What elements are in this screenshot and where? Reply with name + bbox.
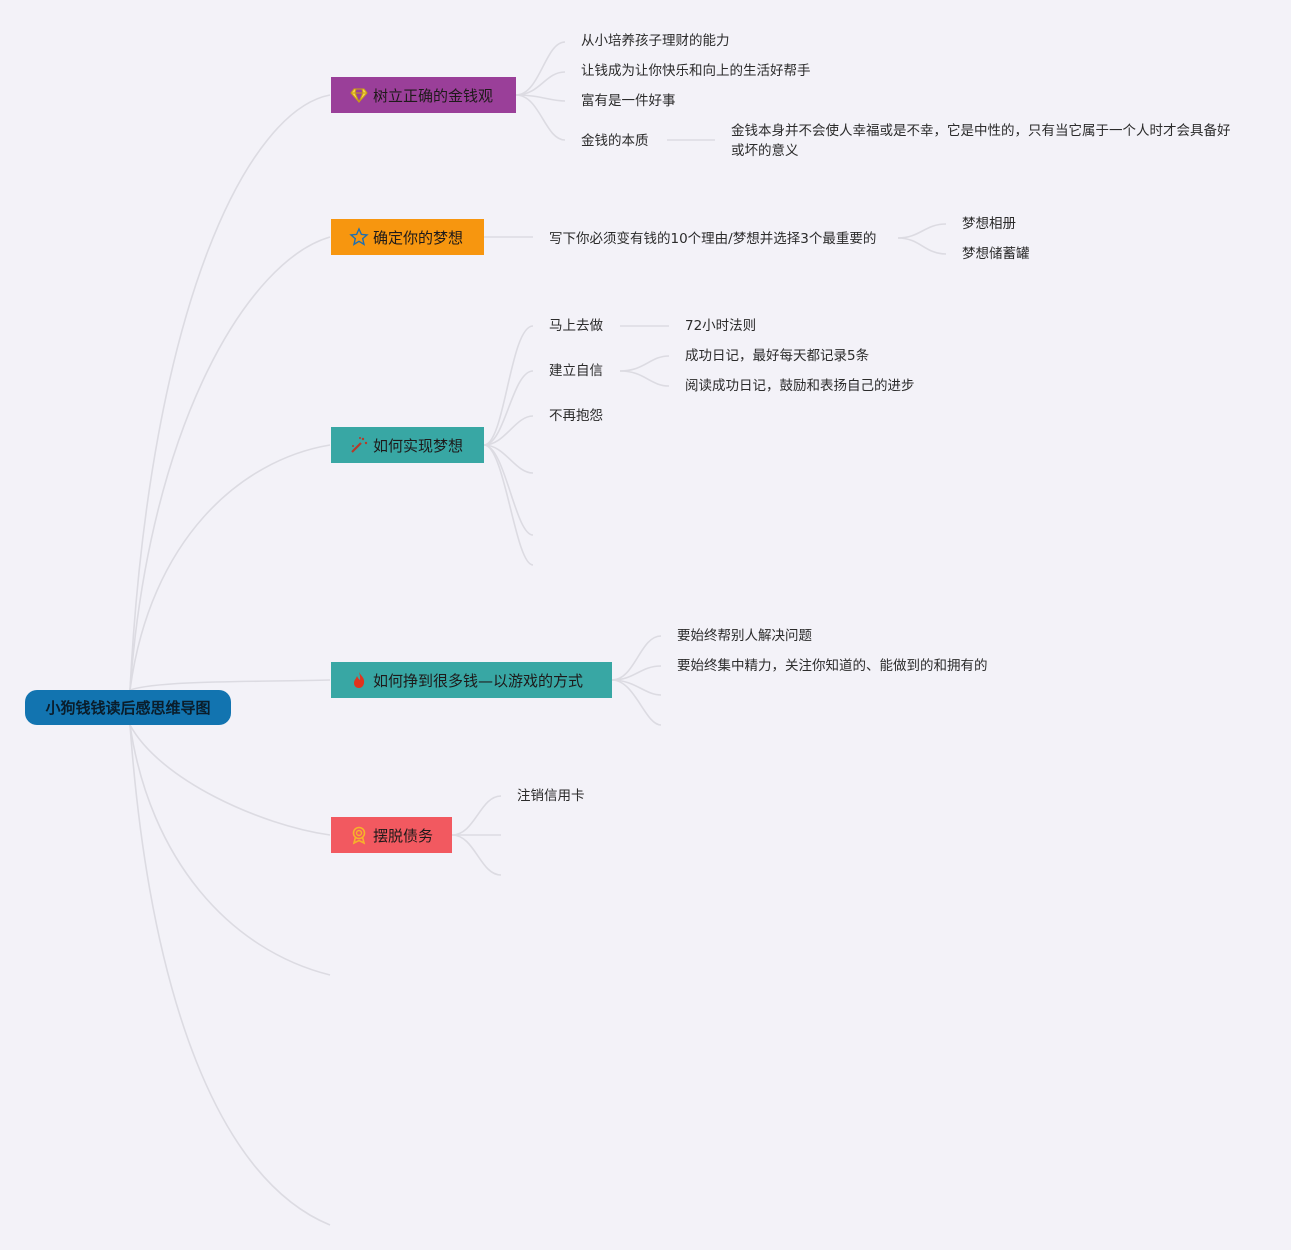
branch-label: 如何实现梦想 xyxy=(373,436,464,455)
link-root-b5 xyxy=(129,724,331,836)
link-root-b3 xyxy=(129,444,331,691)
leaf-item[interactable]: 马上去做 xyxy=(549,318,603,334)
root-node[interactable]: 小狗钱钱读后感思维导图 xyxy=(25,690,231,725)
link-root-b4 xyxy=(129,679,331,691)
leaf-item[interactable]: 不再抱怨 xyxy=(549,408,603,424)
branch-money-view[interactable]: 树立正确的金钱观 xyxy=(331,77,516,113)
leaf-item[interactable]: 注销信用卡 xyxy=(517,788,585,804)
magic-wand-icon xyxy=(351,437,368,453)
leaf-item[interactable]: 梦想储蓄罐 xyxy=(962,246,1030,262)
star-icon xyxy=(349,227,369,246)
flame-icon xyxy=(354,672,365,688)
branch-earn-money[interactable]: 如何挣到很多钱—以游戏的方式 xyxy=(331,662,612,698)
leaf-item[interactable]: 金钱的本质 xyxy=(581,133,649,149)
leaf-item[interactable]: 写下你必须变有钱的10个理由/梦想并选择3个最重要的 xyxy=(549,231,877,247)
link-root-empty1 xyxy=(129,724,331,976)
branch-get-out-of-debt[interactable]: 摆脱债务 xyxy=(331,817,452,853)
link-root-b1 xyxy=(129,94,331,691)
root-label: 小狗钱钱读后感思维导图 xyxy=(45,699,211,717)
branch-label: 摆脱债务 xyxy=(373,826,434,845)
diamond-icon xyxy=(350,88,368,104)
branch-realize-dream[interactable]: 如何实现梦想 xyxy=(331,427,484,463)
branch-label: 确定你的梦想 xyxy=(373,228,464,247)
leaf-item[interactable]: 金钱本身并不会使人幸福或是不幸，它是中性的，只有当它属于一个人时才会具备好或坏的… xyxy=(731,123,1231,159)
leaf-item[interactable]: 富有是一件好事 xyxy=(581,93,676,109)
leaf-item[interactable]: 建立自信 xyxy=(549,363,603,379)
leaf-item[interactable]: 从小培养孩子理财的能力 xyxy=(581,33,730,49)
badge-icon xyxy=(352,826,366,845)
leaf-item[interactable]: 阅读成功日记，鼓励和表扬自己的进步 xyxy=(685,378,915,394)
link-root-b2 xyxy=(129,236,331,691)
leaf-item[interactable]: 梦想相册 xyxy=(962,216,1016,232)
leaf-item[interactable]: 72小时法则 xyxy=(685,318,757,334)
link-root-empty2 xyxy=(129,724,331,1226)
leaf-item[interactable]: 要始终集中精力，关注你知道的、能做到的和拥有的 xyxy=(677,658,988,674)
leaf-item[interactable]: 让钱成为让你快乐和向上的生活好帮手 xyxy=(581,63,811,79)
branch-label: 如何挣到很多钱—以游戏的方式 xyxy=(373,671,584,690)
leaf-item[interactable]: 要始终帮别人解决问题 xyxy=(677,628,812,644)
leaf-item[interactable]: 成功日记，最好每天都记录5条 xyxy=(685,348,870,364)
branch-dream[interactable]: 确定你的梦想 xyxy=(331,219,484,255)
branch-label: 树立正确的金钱观 xyxy=(373,86,494,105)
